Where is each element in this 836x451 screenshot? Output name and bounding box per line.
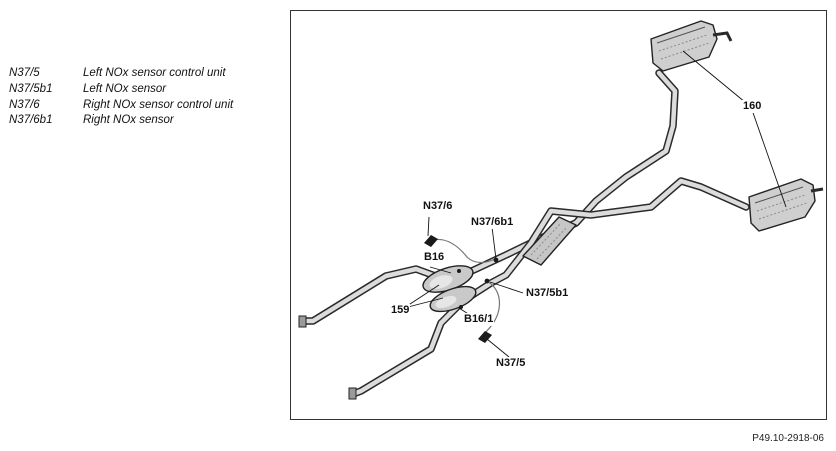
exhaust-drawing [298,20,824,400]
legend-list: N37/5 Left NOx sensor control unit N37/5b… [9,66,233,129]
callout-b16: B16 [423,251,446,264]
legend-code: N37/6 [9,98,40,111]
catalytic-converter-upper [422,265,474,293]
rear-silencer-upper [650,20,733,72]
legend-item: N37/5 Left NOx sensor control unit [9,66,233,82]
center-muffler [522,216,577,266]
leader-n37-5 [486,338,510,358]
nox-sensor-left [484,278,490,284]
callout-n37-5b1: N37/5b1 [525,287,570,300]
flange-lower-end [348,387,357,400]
legend-desc: Left NOx sensor control unit [83,67,226,79]
exhaust-system-diagram: N37/6 N37/6b1 B16 159 B16/1 N37/5b1 N37/… [290,10,827,420]
oxygen-sensor-b16-1 [459,305,463,309]
pipe-flanges [298,315,357,400]
legend-code: N37/5b1 [9,82,53,95]
leader-n37-6 [427,216,430,237]
legend-code: N37/6b1 [9,114,53,127]
rear-silencer-lower [748,178,824,232]
callout-160: 160 [742,100,763,113]
lower-pipe [349,177,750,398]
callout-159: 159 [390,304,411,317]
legend-item: N37/6 Right NOx sensor control unit [9,98,233,114]
figure-reference: P49.10-2918-06 [752,433,824,444]
leader-159-b [403,297,444,309]
callout-n37-6: N37/6 [422,200,454,213]
leader-160-a [682,50,752,108]
sensor-wiring [432,238,501,338]
leader-n37-5b1 [489,281,524,294]
nox-control-unit-left [478,331,492,343]
oxygen-sensor-b16 [457,269,461,273]
legend-item: N37/5b1 Left NOx sensor [9,82,233,98]
legend-desc: Right NOx sensor [83,114,174,127]
flange-upper-end [298,315,307,328]
nox-sensor-right [493,257,499,263]
leader-b16 [429,266,452,274]
nox-control-unit-right [424,235,438,247]
sensors [457,257,499,309]
wiring-right [432,238,496,264]
wiring-left [480,280,501,338]
legend-desc: Right NOx sensor control unit [83,98,234,111]
legend-code: N37/5 [9,67,40,79]
callout-b16-1: B16/1 [463,313,495,326]
callout-n37-6b1: N37/6b1 [470,216,515,229]
catalytic-converter-lower [429,285,477,313]
leader-n37-6b1 [491,226,497,260]
callout-n37-5: N37/5 [495,357,527,370]
legend-item: N37/6b1 Right NOx sensor [9,113,233,129]
legend-desc: Left NOx sensor [83,82,167,95]
leader-160-b [750,106,787,208]
